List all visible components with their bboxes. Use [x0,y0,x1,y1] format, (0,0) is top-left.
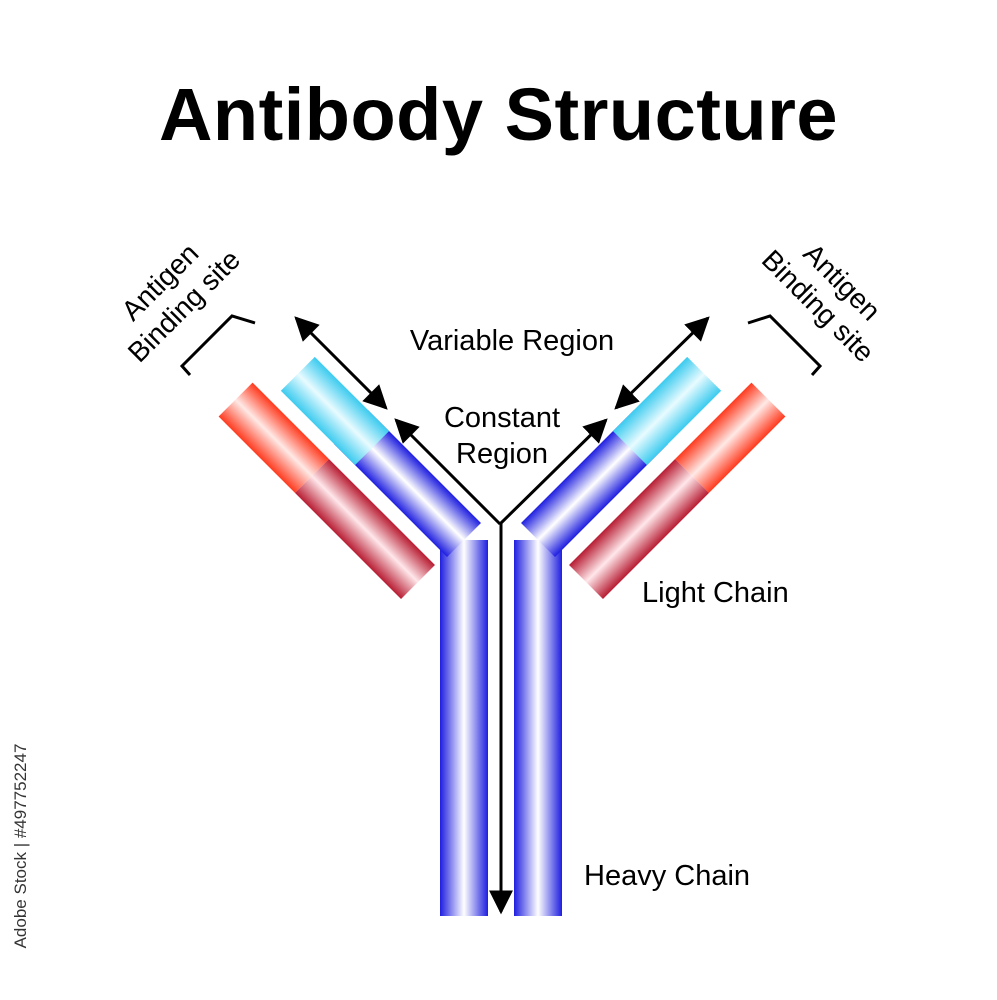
watermark-text: Adobe Stock | #497752247 [11,743,30,949]
constant-region-arrow-right [498,418,608,526]
variable-region-arrow-right [614,316,710,410]
constant-region-label-line1: Constant [444,402,560,434]
antigen-binding-bracket-right [747,314,823,376]
heavy-chain-label: Heavy Chain [584,860,750,892]
variable-region-label: Variable Region [410,325,614,357]
diagram-title: Antibody Structure [158,73,839,156]
heavy-chain-stem-right [514,540,562,916]
light-chain-right-variable [675,382,786,493]
light-chain-right-constant [569,458,710,599]
variable-region-arrow-left [294,316,388,410]
light-chain-label: Light Chain [642,577,789,609]
heavy-chain-stem-left [440,540,488,916]
constant-region-arrow-left [394,418,502,526]
antigen-binding-bracket-left [179,314,256,376]
light-chain-left-variable [218,382,329,493]
light-chain-left-constant [294,458,435,599]
stock-watermark: Adobe Stock | #497752247 [4,744,38,949]
constant-region-label-line2: Region [456,438,548,470]
